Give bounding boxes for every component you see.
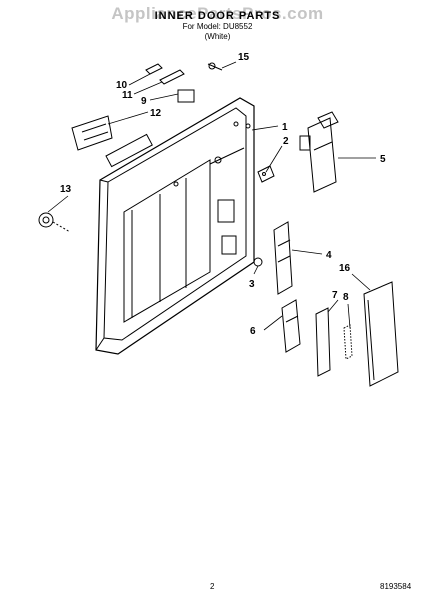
part-12-handle-insert <box>71 115 113 151</box>
model-line: For Model: DU8552 <box>182 22 253 31</box>
callout-4: 4 <box>326 250 332 261</box>
leader-lines <box>47 61 376 331</box>
color-line: (White) <box>204 32 231 41</box>
part-6-bracket <box>281 299 301 353</box>
part-8-strip <box>343 324 353 360</box>
watermark: AppliancePartsPros.com <box>111 4 324 23</box>
callout-6: 6 <box>250 326 256 337</box>
callout-11: 11 <box>122 90 133 101</box>
part-7-rail <box>315 307 331 377</box>
callout-5: 5 <box>380 154 386 165</box>
callout-1: 1 <box>282 122 288 133</box>
callout-13: 13 <box>60 184 72 195</box>
callout-16: 16 <box>339 263 351 274</box>
part-15-screw <box>207 62 223 71</box>
inner-door-panel <box>95 97 255 355</box>
diagram-header: INNER DOOR PARTS For Model: DU8552 (Whit… <box>0 6 435 42</box>
callout-8: 8 <box>343 292 349 303</box>
callout-15: 15 <box>238 52 250 63</box>
page-number: 2 <box>210 582 215 591</box>
part-2-bracket <box>257 165 275 183</box>
document-number: 8193584 <box>380 582 412 591</box>
part-4-hinge-bracket <box>273 221 293 295</box>
callout-7: 7 <box>332 290 338 301</box>
part-5-latch-assembly <box>299 111 339 193</box>
callout-12: 12 <box>150 108 162 119</box>
callout-10: 10 <box>116 80 128 91</box>
part-13-knob <box>38 212 71 233</box>
part-11-clip <box>159 69 185 85</box>
callout-9: 9 <box>141 96 147 107</box>
part-3-bushing <box>253 257 263 267</box>
diagram-title: INNER DOOR PARTS <box>154 10 281 22</box>
part-10-clip <box>145 63 163 75</box>
part-16-side-panel <box>363 281 399 387</box>
part-9-block <box>177 89 195 103</box>
callout-2: 2 <box>283 136 289 147</box>
callout-3: 3 <box>249 279 255 290</box>
